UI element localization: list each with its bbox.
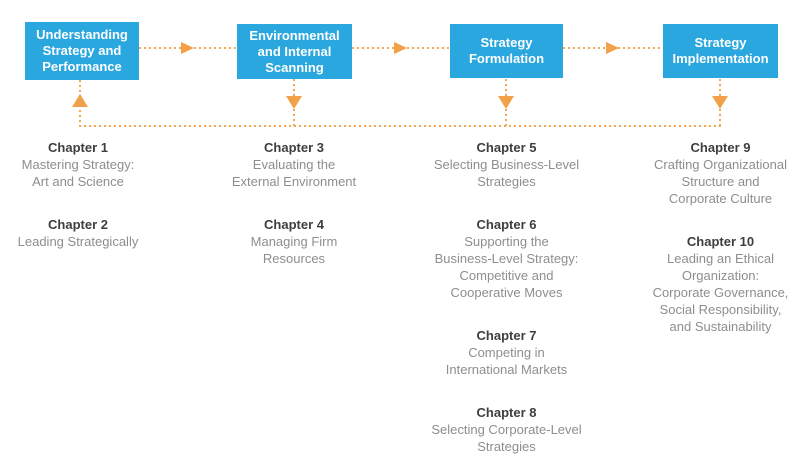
stage-box-strategy-formulation: Strategy Formulation (450, 24, 563, 78)
chapter-desc-line: Structure and (681, 174, 760, 189)
chapter-block-4: Chapter 4 Managing Firm Resources (221, 216, 367, 267)
chapter-desc-line: Cooperative Moves (450, 285, 563, 300)
chapter-desc-line: Managing Firm (250, 234, 338, 249)
stage-box-strategy-implementation: Strategy Implementation (663, 24, 778, 78)
chapter-desc-line: Supporting the (464, 234, 549, 249)
arrow-up-icon (72, 94, 88, 107)
arrow-right-icon (394, 42, 407, 54)
chapter-desc-line: Art and Science (32, 174, 124, 189)
stage-label-line: and Internal (257, 43, 332, 59)
chapter-title: Chapter 10 (686, 234, 755, 249)
stage-label-line: Understanding (36, 27, 128, 42)
stage-box-understanding-strategy-and-performance: Understanding Strategy and Performance (25, 22, 139, 80)
chapter-block-10: Chapter 10 Leading an Ethical Organizati… (633, 233, 800, 335)
chapter-desc-line: Organization: (681, 268, 760, 283)
chapter-desc-line: Business-Level Strategy: (434, 251, 579, 266)
chapter-column-4: Chapter 9 Crafting Organizational Struct… (633, 139, 800, 361)
chapter-title: Chapter 2 (48, 217, 108, 232)
stage-label-line: Scanning (265, 59, 324, 75)
chapter-column-3: Chapter 5 Selecting Business-Level Strat… (420, 139, 593, 472)
chapter-title: Chapter 8 (476, 405, 537, 420)
chapter-title: Chapter 4 (264, 217, 324, 232)
chapter-desc-line: Resources (262, 251, 326, 266)
chapter-desc-line: Corporate Governance, (652, 285, 789, 300)
chapter-desc-line: Competing in (468, 345, 545, 360)
stage-box-environmental-and-internal-scanning: Environmental and Internal Scanning (237, 24, 352, 79)
chapter-title: Chapter 3 (264, 140, 324, 155)
chapter-block-5: Chapter 5 Selecting Business-Level Strat… (420, 139, 593, 190)
chapter-desc-line: Selecting Business-Level (433, 157, 580, 172)
chapter-desc-line: Social Responsibility, (659, 302, 782, 317)
chapter-block-8: Chapter 8 Selecting Corporate-Level Stra… (420, 404, 593, 455)
chapter-title: Chapter 9 (690, 140, 751, 155)
stage-label-line: Strategy and (42, 43, 122, 58)
chapter-block-9: Chapter 9 Crafting Organizational Struct… (633, 139, 800, 207)
chapter-desc-line: Crafting Organizational (654, 157, 787, 172)
chapter-desc-line: Corporate Culture (668, 191, 773, 206)
arrow-down-icon (498, 96, 514, 109)
stage-label-line: Environmental (249, 27, 340, 43)
chapter-desc-line: Competitive and (459, 268, 554, 283)
chapter-block-2: Chapter 2 Leading Strategically (7, 216, 149, 250)
chapter-desc-line: Mastering Strategy: (21, 157, 135, 172)
chapter-desc-line: External Environment (231, 174, 357, 189)
chapter-desc-line: Selecting Corporate-Level (431, 422, 582, 437)
arrow-down-icon (712, 96, 728, 109)
chapter-column-2: Chapter 3 Evaluating the External Enviro… (221, 139, 367, 293)
stage-label-line: Performance (42, 59, 122, 74)
chapter-column-1: Chapter 1 Mastering Strategy: Art and Sc… (7, 139, 149, 276)
chapter-desc-line: Leading an Ethical (667, 251, 774, 266)
feedback-line-horizontal (79, 125, 721, 127)
stage-label-line: Implementation (672, 51, 769, 66)
chapter-desc-line: Strategies (477, 439, 536, 454)
arrow-down-icon (286, 96, 302, 109)
chapter-block-7: Chapter 7 Competing in International Mar… (420, 327, 593, 378)
chapter-title: Chapter 1 (48, 140, 108, 155)
chapter-block-6: Chapter 6 Supporting the Business-Level … (420, 216, 593, 301)
chapter-title: Chapter 7 (476, 328, 537, 343)
stage-label-line: Strategy (694, 35, 747, 50)
stage-label-line: Formulation (468, 51, 545, 66)
arrow-right-icon (181, 42, 194, 54)
chapter-title: Chapter 6 (476, 217, 537, 232)
arrow-right-icon (606, 42, 619, 54)
stage-label-line: Strategy (480, 35, 533, 50)
chapter-title: Chapter 5 (476, 140, 537, 155)
flow-connector-1-2 (139, 42, 237, 54)
chapter-block-1: Chapter 1 Mastering Strategy: Art and Sc… (7, 139, 149, 190)
chapter-block-3: Chapter 3 Evaluating the External Enviro… (221, 139, 367, 190)
chapter-desc-line: and Sustainability (669, 319, 772, 334)
chapter-desc-line: International Markets (445, 362, 568, 377)
flow-connector-2-3 (352, 42, 450, 54)
chapter-desc-line: Strategies (477, 174, 536, 189)
chapter-desc-line: Evaluating the (252, 157, 336, 172)
flow-connector-3-4 (563, 42, 663, 54)
chapter-desc-line: Leading Strategically (17, 234, 139, 249)
